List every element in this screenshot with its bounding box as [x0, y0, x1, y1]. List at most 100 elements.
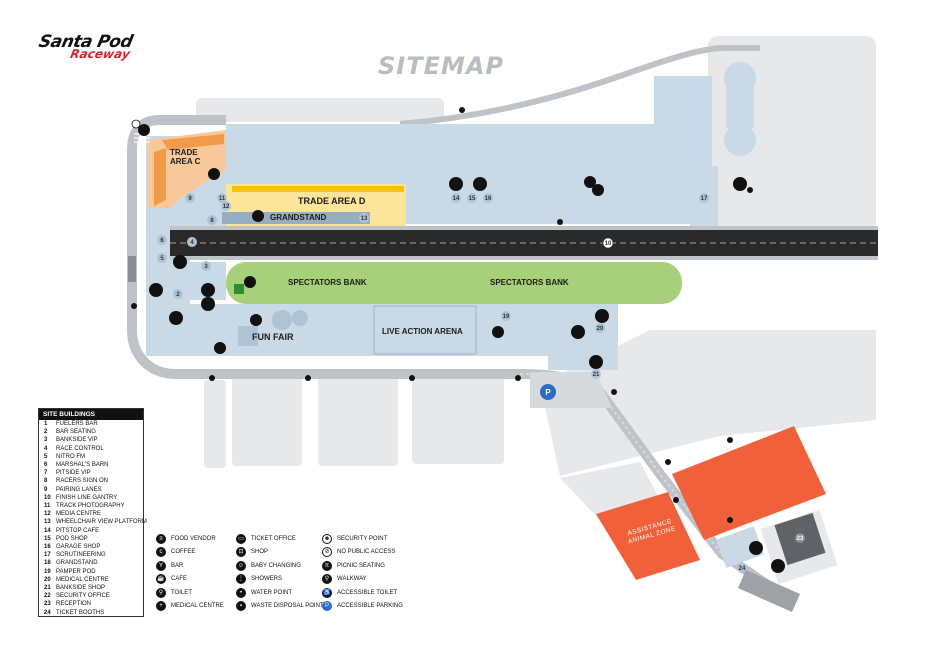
legend-item: ⚲TOILET — [156, 587, 192, 598]
site-building-name: RACERS SIGN ON — [56, 478, 109, 485]
legend-item: ≡ FOOD VENDOR — [156, 534, 216, 544]
site-building-name: NITRO FM — [56, 453, 85, 460]
site-building-name: RECEPTION — [56, 601, 92, 608]
svg-text:P: P — [545, 388, 551, 397]
svg-text:24: 24 — [739, 566, 746, 572]
site-building-name: SECURITY OFFICE — [56, 593, 110, 600]
svg-text:6: 6 — [160, 238, 164, 244]
label-fun-fair: FUN FAIR — [252, 332, 294, 342]
site-building-item: 10 FINISH LINE GANTRY — [39, 494, 143, 502]
site-building-number: 7 — [44, 470, 48, 477]
svg-text:16: 16 — [485, 196, 492, 202]
site-building-name: GRANDSTAND — [56, 560, 98, 567]
bar-icon: Y — [156, 560, 166, 571]
top-access-road — [399, 45, 760, 127]
svg-text:17: 17 — [701, 196, 708, 202]
svg-text:8: 8 — [210, 218, 214, 224]
svg-text:21: 21 — [593, 372, 600, 378]
legend-item: ☕ CAFE — [156, 574, 188, 585]
site-building-number: 16 — [44, 544, 51, 551]
site-building-number: 17 — [44, 552, 51, 559]
site-building-item: 17 SCRUTINEERING — [39, 551, 143, 559]
site-building-name: MEDIA CENTRE — [56, 511, 102, 518]
legend-label: TOILET — [171, 589, 192, 596]
legend-item: c COFFEE — [156, 547, 196, 558]
cafe-icon: ☕ — [156, 574, 166, 585]
svg-text:19: 19 — [503, 314, 510, 320]
site-building-item: 8 RACERS SIGN ON — [39, 477, 143, 485]
site-building-number: 19 — [44, 568, 51, 575]
medical-centre-icon: + — [156, 601, 166, 611]
legend-label: CAFE — [171, 576, 188, 583]
site-building-item: 12 MEDIA CENTRE — [39, 510, 143, 518]
label-spectators-bank-right: SPECTATORS BANK — [490, 278, 569, 287]
accessible-toilet-icon: ♿ — [322, 587, 332, 598]
legend-item: ⚲WALKWAY — [322, 574, 367, 585]
site-building-name: SCRUTINEERING — [56, 552, 106, 559]
legend-item: + MEDICAL CENTRE — [156, 601, 224, 611]
svg-text:9: 9 — [188, 196, 192, 202]
ticket-office-icon: ▭ — [236, 534, 246, 544]
coffee-icon: c — [156, 547, 166, 558]
svg-text:12: 12 — [223, 204, 230, 210]
legend-item: ♿ACCESSIBLE TOILET — [322, 587, 397, 598]
legend-label: TICKET OFFICE — [251, 536, 296, 542]
page-title: SITEMAP — [378, 52, 505, 80]
site-building-item: 13 WHEELCHAIR VIEW PLATFORM — [39, 518, 147, 526]
svg-text:20: 20 — [597, 326, 604, 332]
site-building-number: 13 — [44, 519, 51, 526]
label-trade-area-c: TRADE AREA C — [170, 148, 201, 166]
site-buildings-heading: SITE BUILDINGS — [39, 409, 143, 420]
legend-label: SHOWERS — [251, 576, 283, 583]
site-building-number: 4 — [44, 445, 48, 452]
site-building-name: FINISH LINE GANTRY — [56, 494, 118, 501]
legend-label: FOOD VENDOR — [171, 536, 216, 542]
site-building-item: 4 RACE CONTROL — [39, 445, 143, 453]
legend-item: ▪WASTE DISPOSAL POINT — [236, 601, 324, 611]
svg-text:3: 3 — [204, 264, 208, 270]
svg-text:13: 13 — [361, 216, 368, 222]
legend-label: COFFEE — [171, 549, 196, 556]
site-building-number: 10 — [44, 494, 51, 501]
santa-pod-logo[interactable]: Santa Pod Raceway — [35, 32, 134, 61]
facility-icons — [131, 119, 785, 573]
legend-label: ACCESSIBLE PARKING — [337, 603, 403, 609]
site-building-number: 8 — [44, 478, 48, 485]
baby-changing-icon: ☺ — [236, 560, 246, 571]
svg-text:10: 10 — [605, 241, 612, 247]
assistance-animal-zone — [596, 492, 700, 580]
legend-item: ☺BABY CHANGING — [236, 560, 301, 571]
site-building-name: FUELERS BAR — [56, 421, 98, 427]
legend-item: •WATER POINT — [236, 587, 292, 598]
site-building-name: PITSIDE VIP — [56, 470, 91, 477]
site-building-name: BANKSIDE VIP — [56, 437, 98, 444]
site-building-name: RACE CONTROL — [56, 445, 104, 452]
legend-item: ☻SECURITY POINT — [322, 534, 387, 544]
food-vendor-icon: ≡ — [156, 534, 166, 544]
site-building-number: 23 — [44, 601, 51, 608]
legend-label: MEDICAL CENTRE — [171, 603, 224, 609]
label-trade-area-d: TRADE AREA D — [298, 196, 366, 206]
site-building-number: 12 — [44, 511, 51, 518]
site-building-name: TICKET BOOTHS — [56, 609, 105, 616]
site-building-name: WHEELCHAIR VIEW PLATFORM — [56, 519, 147, 526]
no-public-access-icon: ⊘ — [322, 547, 332, 558]
legend-label: SHOP — [251, 549, 269, 556]
legend-item: ⊡SHOP — [236, 547, 269, 558]
svg-text:11: 11 — [219, 196, 226, 202]
site-building-number: 21 — [44, 585, 51, 592]
